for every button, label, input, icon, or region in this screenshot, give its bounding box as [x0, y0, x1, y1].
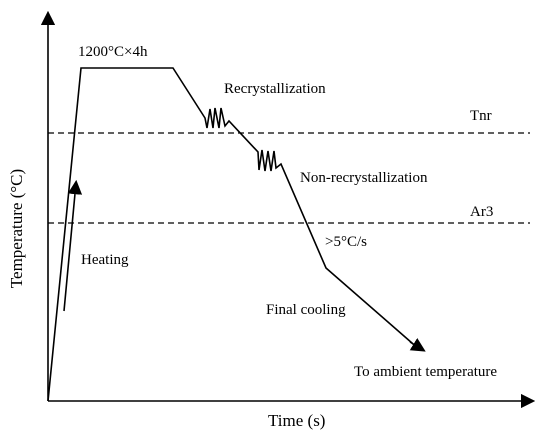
- y-axis-label: Temperature (°C): [7, 168, 27, 289]
- tnr-label: Tnr: [470, 108, 492, 124]
- final-cooling-arrow: [409, 337, 426, 352]
- non-recrystallization-label: Non-recrystallization: [300, 170, 428, 186]
- heating-arrow: [63, 179, 83, 312]
- cooling-rate-label: >5°C/s: [325, 234, 367, 250]
- heating-label: Heating: [81, 252, 129, 268]
- process-curve: [47, 67, 421, 402]
- final-cooling-label: Final cooling: [266, 302, 346, 318]
- recrystallization-label: Recrystallization: [224, 81, 326, 97]
- soak-label: 1200°C×4h: [78, 44, 148, 60]
- ar3-label: Ar3: [470, 204, 494, 220]
- x-axis-label: Time (s): [268, 411, 326, 430]
- ambient-label: To ambient temperature: [354, 364, 498, 380]
